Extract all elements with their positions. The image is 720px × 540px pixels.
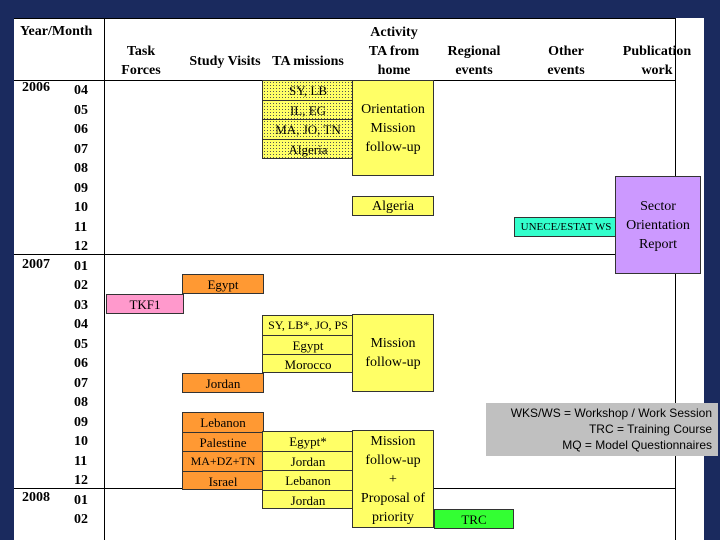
column-header-ta-missions: TA missions — [272, 54, 344, 69]
grid-line-2007 — [14, 254, 676, 255]
month-label: 01 — [74, 492, 88, 508]
column-header-task-forces: Task Forces — [121, 44, 161, 78]
ta-mission-cell: Algeria — [288, 141, 328, 157]
month-label: 02 — [74, 512, 88, 527]
year-label-2007: 2007 — [22, 257, 50, 272]
grid-line-year-column — [104, 18, 105, 540]
column-header-study-visits: Study Visits — [189, 54, 261, 69]
ta-home-orientation-followup: Orientation Mission follow-up — [352, 80, 434, 176]
legend-line: MQ = Model Questionnaires — [562, 438, 712, 452]
ta-home-algeria: Algeria — [352, 196, 434, 216]
ta-mission-cell: Morocco — [284, 357, 332, 372]
year-month-header: Year/Month — [20, 24, 93, 39]
legend-line: WKS/WS = Workshop / Work Session — [510, 406, 712, 420]
publication-sector-orientation-report: Sector Orientation Report — [615, 176, 701, 274]
grid-line-right — [675, 18, 676, 540]
task-force-tkf1: TKF1 — [106, 294, 184, 314]
column-header-publication-work: Publication work — [622, 44, 692, 78]
month-label: 08 — [74, 161, 88, 176]
study-visit-cell: MA+DZ+TN — [183, 452, 263, 472]
study-visits-late-2007: Lebanon Palestine MA+DZ+TN Israel — [182, 412, 264, 490]
month-label: 09 — [74, 414, 88, 430]
ta-mission-cell: SY, LB — [263, 81, 353, 101]
month-label: 06 — [74, 356, 88, 371]
column-header-ta-from-home: TA from home — [368, 44, 420, 78]
ta-mission-cell: Egypt* — [263, 432, 353, 452]
year-label-2006: 2006 — [22, 80, 50, 95]
month-label: 07 — [74, 141, 88, 157]
year-label-2008: 2008 — [22, 490, 50, 505]
study-visit-jordan: Jordan — [182, 373, 264, 393]
ta-missions-2006: SY, LB IL, EG MA, JO, TN Algeria — [262, 80, 354, 159]
column-header-other-events: Other events — [547, 44, 585, 78]
study-visit-cell: Palestine — [183, 433, 263, 452]
month-label: 11 — [74, 219, 88, 235]
month-label: 03 — [74, 297, 88, 313]
month-label: 11 — [74, 453, 88, 469]
schedule-sheet: Year/Month Activity Task Forces Study Vi… — [14, 18, 704, 540]
month-label: 05 — [74, 102, 88, 118]
legend: WKS/WS = Workshop / Work Session TRC = T… — [486, 403, 718, 456]
ta-home-followup-proposal: Mission follow-up + Proposal of priority — [352, 430, 434, 528]
ta-mission-cell: Jordan — [263, 452, 353, 471]
study-visit-cell: Lebanon — [183, 413, 263, 433]
legend-line: TRC = Training Course — [588, 422, 712, 436]
month-label: 04 — [74, 317, 88, 332]
ta-mission-cell: IL, EG — [263, 101, 353, 120]
activity-header: Activity — [370, 25, 418, 40]
study-visit-egypt: Egypt — [182, 274, 264, 294]
ta-home-mission-followup: Mission follow-up — [352, 314, 434, 392]
month-label: 02 — [74, 278, 88, 293]
month-label: 08 — [74, 395, 88, 410]
ta-missions-2007-autumn: Egypt* Jordan Lebanon Jordan — [262, 431, 354, 509]
month-label: 12 — [74, 473, 88, 488]
ta-mission-cell: Lebanon — [263, 471, 353, 491]
column-header-regional-events: Regional events — [447, 44, 501, 78]
month-label: 01 — [74, 258, 88, 274]
ta-mission-cell: SY, LB*, JO, PS — [263, 316, 353, 336]
month-label: 12 — [74, 239, 88, 254]
ta-mission-cell: MA, JO, TN — [263, 120, 353, 140]
month-label: 09 — [74, 180, 88, 196]
month-label: 06 — [74, 122, 88, 137]
regional-event-trc: TRC — [434, 509, 514, 529]
ta-mission-cell: Egypt — [263, 336, 353, 355]
other-event-unece-estat-ws: UNECE/ESTAT WS — [514, 217, 618, 237]
month-label: 10 — [74, 200, 88, 215]
month-label: 05 — [74, 336, 88, 352]
month-label: 04 — [74, 83, 88, 98]
ta-missions-2007-spring: SY, LB*, JO, PS Egypt Morocco — [262, 315, 354, 373]
month-label: 10 — [74, 434, 88, 449]
month-label: 07 — [74, 375, 88, 391]
study-visit-cell: Israel — [208, 473, 238, 489]
ta-mission-cell: Jordan — [290, 492, 326, 508]
grid-line-top — [14, 18, 676, 19]
